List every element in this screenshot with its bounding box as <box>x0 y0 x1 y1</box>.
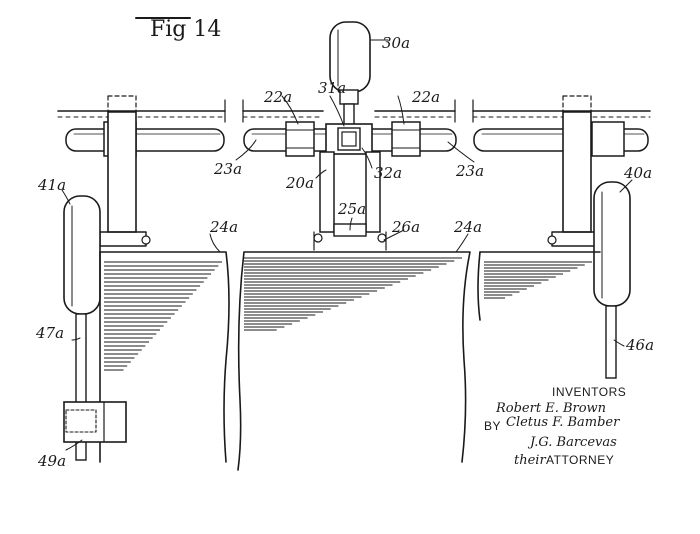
label-31a: 31a <box>318 79 346 97</box>
their-label: their <box>514 453 546 468</box>
label-46a: 46a <box>625 336 654 354</box>
label-22a-right: 22a <box>411 88 440 106</box>
label-23a-left: 23a <box>213 160 242 178</box>
by-label: BY <box>484 419 501 433</box>
motor-30a <box>329 21 389 131</box>
label-32a: 32a <box>374 164 402 182</box>
inventors-heading: INVENTORS <box>552 385 626 399</box>
label-23a-right: 23a <box>455 162 484 180</box>
label-30a: 30a <box>382 34 410 52</box>
label-24a-right: 24a <box>453 218 482 236</box>
inventor-1: Robert E. Brown <box>495 401 606 416</box>
label-26a: 26a <box>391 218 420 236</box>
center-arm-20a <box>313 151 387 251</box>
figure-title: Fig 14 <box>135 17 221 42</box>
leader-lines <box>61 95 633 451</box>
reference-labels: 30a 31a 22a 22a 23a 23a 32a 20a 41a 40a … <box>35 34 654 470</box>
inventor-2: Cletus F. Bamber <box>506 415 620 430</box>
left-hanger-arm <box>99 111 151 247</box>
bracket-49a <box>63 401 127 443</box>
figure-title-text: Fig 14 <box>150 17 221 42</box>
ceiling-rail <box>57 95 651 123</box>
curtain-panel-center <box>237 251 471 471</box>
label-41a: 41a <box>37 176 66 194</box>
label-22a-left: 22a <box>263 88 292 106</box>
label-47a: 47a <box>35 324 64 342</box>
label-49a: 49a <box>37 452 66 470</box>
label-40a: 40a <box>623 164 652 182</box>
label-25a: 25a <box>337 200 366 218</box>
label-20a: 20a <box>285 174 314 192</box>
right-hanger-arm <box>547 111 601 247</box>
curtain-panel-right <box>477 251 601 321</box>
vertical-roll-40a <box>593 181 631 379</box>
label-24a-left: 24a <box>209 218 238 236</box>
attorney-label: ATTORNEY <box>546 453 614 467</box>
drive-shaft-23a <box>65 121 649 157</box>
signature-block: INVENTORS Robert E. Brown BY Cletus F. B… <box>484 385 626 468</box>
attorney-signature: J.G. Barcevas <box>527 435 617 450</box>
